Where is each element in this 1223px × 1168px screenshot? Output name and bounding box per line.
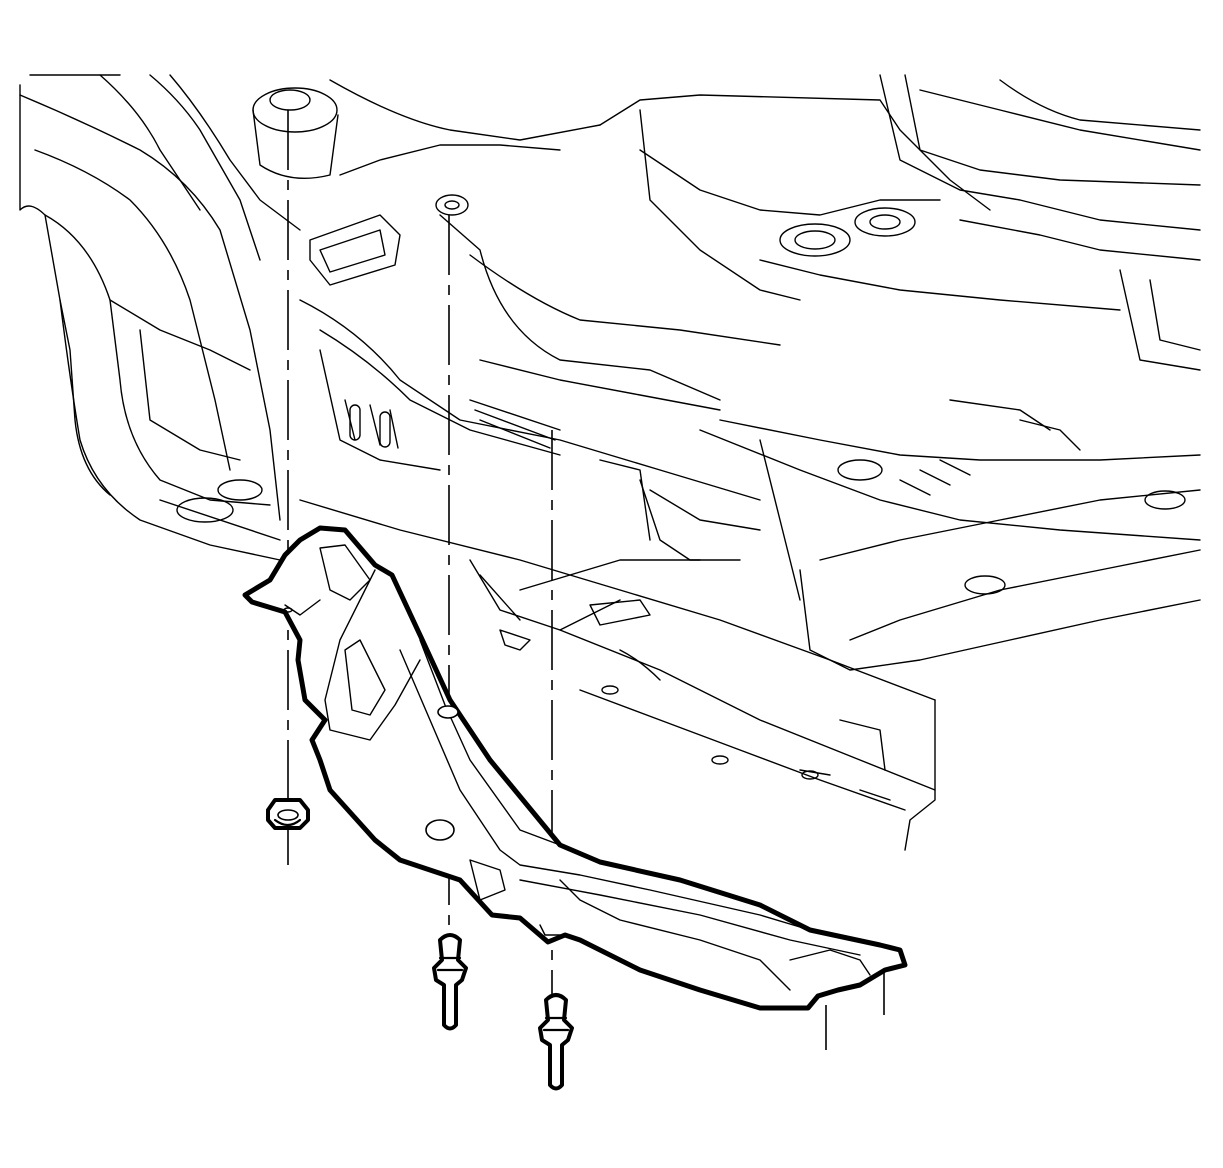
push-pin-retainer-2 (538, 993, 574, 1091)
insulator-panel (242, 525, 908, 1011)
push-pin-retainer-1 (432, 933, 468, 1031)
underbody-floor-pan (19, 74, 1201, 851)
nut (266, 798, 310, 830)
